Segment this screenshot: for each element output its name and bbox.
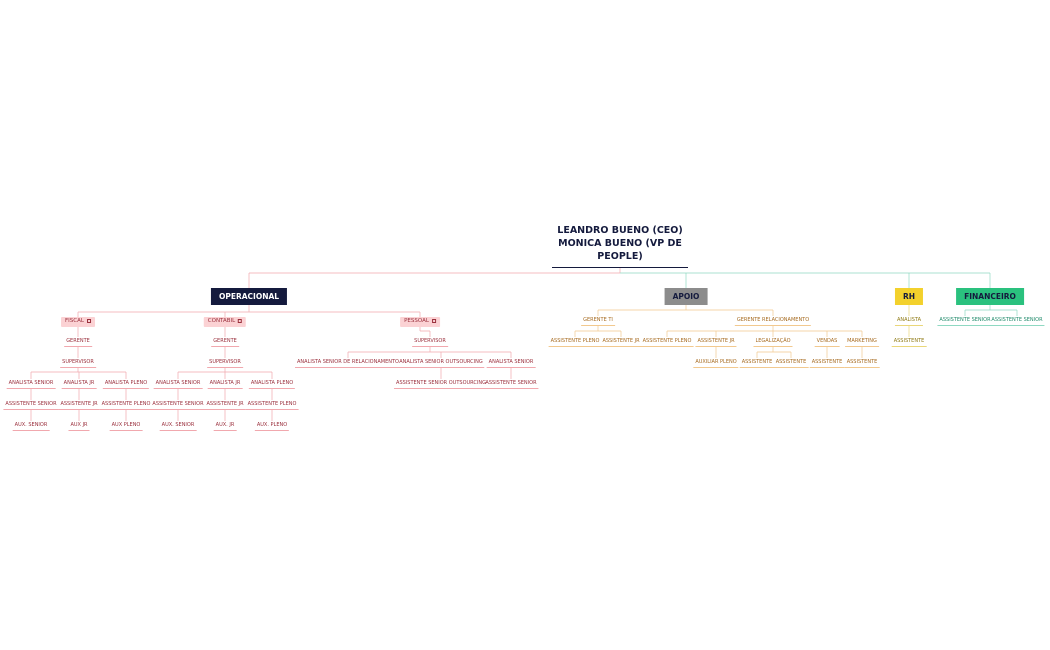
apoio-legalizacao-assistente-1[interactable]: ASSISTENTE (739, 358, 775, 368)
apoio-legalizacao-assistente-2[interactable]: ASSISTENTE (773, 358, 809, 368)
contabil-assistente-jr[interactable]: ASSISTENTE JR (204, 400, 246, 410)
dept-apoio[interactable]: APOIO (664, 288, 708, 305)
dept-operacional[interactable]: OPERACIONAL (210, 288, 288, 305)
apoio-auxiliar-pleno[interactable]: AUXILIAR PLENO (693, 358, 739, 368)
note-icon[interactable] (238, 318, 243, 323)
rh-assistente[interactable]: ASSISTENTE (891, 337, 927, 347)
contabil-analista-pleno[interactable]: ANALISTA PLENO (248, 379, 296, 389)
apoio-ti-assistente-jr[interactable]: ASSISTENTE JR (600, 337, 642, 347)
fiscal-analista-pleno[interactable]: ANALISTA PLENO (102, 379, 150, 389)
fiscal-supervisor[interactable]: SUPERVISOR (60, 358, 96, 368)
apoio-gerente-relacionamento[interactable]: GERENTE RELACIONAMENTO (734, 316, 812, 326)
contabil-aux-pleno[interactable]: AUX. PLENO (254, 421, 290, 431)
pessoal-assistente-senior[interactable]: ASSISTENTE SENIOR (483, 379, 539, 389)
contabil-analista-jr[interactable]: ANALISTA JR (207, 379, 243, 389)
apoio-rel-assistente-pleno[interactable]: ASSISTENTE PLENO (640, 337, 694, 347)
fiscal-aux-senior[interactable]: AUX. SENIOR (12, 421, 50, 431)
area-pessoal-label: PESSOAL (404, 318, 429, 324)
pessoal-analista-relacionamento[interactable]: ANALISTA SENIOR DE RELACIONAMENTO (295, 358, 401, 368)
apoio-ti-assistente-pleno[interactable]: ASSISTENTE PLENO (548, 337, 602, 347)
contabil-gerente[interactable]: GERENTE (211, 337, 239, 347)
contabil-aux-jr[interactable]: AUX. JR (213, 421, 237, 431)
fiscal-assistente-pleno[interactable]: ASSISTENTE PLENO (99, 400, 153, 410)
note-icon[interactable] (431, 318, 436, 323)
rh-analista[interactable]: ANALISTA (894, 316, 924, 326)
apoio-gerente-ti[interactable]: GERENTE TI (581, 316, 615, 326)
pessoal-supervisor[interactable]: SUPERVISOR (412, 337, 448, 347)
fiscal-analista-jr[interactable]: ANALISTA JR (61, 379, 97, 389)
area-pessoal[interactable]: PESSOAL (400, 317, 440, 327)
fiscal-assistente-jr[interactable]: ASSISTENTE JR (58, 400, 100, 410)
contabil-assistente-senior[interactable]: ASSISTENTE SENIOR (150, 400, 206, 410)
fiscal-gerente[interactable]: GERENTE (64, 337, 92, 347)
apoio-vendas-assistente[interactable]: ASSISTENTE (809, 358, 845, 368)
fiscal-analista-senior[interactable]: ANALISTA SENIOR (6, 379, 56, 389)
financeiro-assistente-senior-1[interactable]: ASSISTENTE SENIOR (937, 316, 993, 326)
pessoal-analista-outsourcing[interactable]: ANALISTA SENIOR OUTSOURCING (397, 358, 485, 368)
pessoal-analista-senior[interactable]: ANALISTA SENIOR (486, 358, 536, 368)
apoio-marketing-assistente[interactable]: ASSISTENTE (844, 358, 880, 368)
area-contabil-label: CONTABIL (207, 318, 236, 324)
area-contabil[interactable]: CONTABIL (203, 317, 247, 327)
fiscal-aux-pleno[interactable]: AUX PLENO (109, 421, 143, 431)
financeiro-assistente-senior-2[interactable]: ASSISTENTE SENIOR (989, 316, 1045, 326)
fiscal-assistente-senior[interactable]: ASSISTENTE SENIOR (3, 400, 59, 410)
root-ceo-node[interactable]: LEANDRO BUENO (CEO) MONICA BUENO (VP DE … (552, 224, 688, 268)
contabil-analista-senior[interactable]: ANALISTA SENIOR (153, 379, 203, 389)
apoio-rel-assistente-jr[interactable]: ASSISTENTE JR (695, 337, 737, 347)
dept-rh[interactable]: RH (894, 288, 924, 305)
apoio-legalizacao[interactable]: LEGALIZAÇÃO (753, 337, 793, 347)
area-fiscal-label: FISCAL (65, 318, 84, 324)
apoio-vendas[interactable]: VENDAS (814, 337, 840, 347)
dept-financeiro[interactable]: FINANCEIRO (956, 288, 1024, 305)
contabil-supervisor[interactable]: SUPERVISOR (207, 358, 243, 368)
contabil-aux-senior[interactable]: AUX. SENIOR (159, 421, 197, 431)
fiscal-aux-jr[interactable]: AUX JR (68, 421, 90, 431)
area-fiscal[interactable]: FISCAL (61, 317, 95, 327)
apoio-marketing[interactable]: MARKETING (845, 337, 879, 347)
contabil-assistente-pleno[interactable]: ASSISTENTE PLENO (245, 400, 299, 410)
note-icon[interactable] (86, 318, 91, 323)
pessoal-assistente-outsourcing[interactable]: ASSISTENTE SENIOR OUTSOURCING (394, 379, 488, 389)
